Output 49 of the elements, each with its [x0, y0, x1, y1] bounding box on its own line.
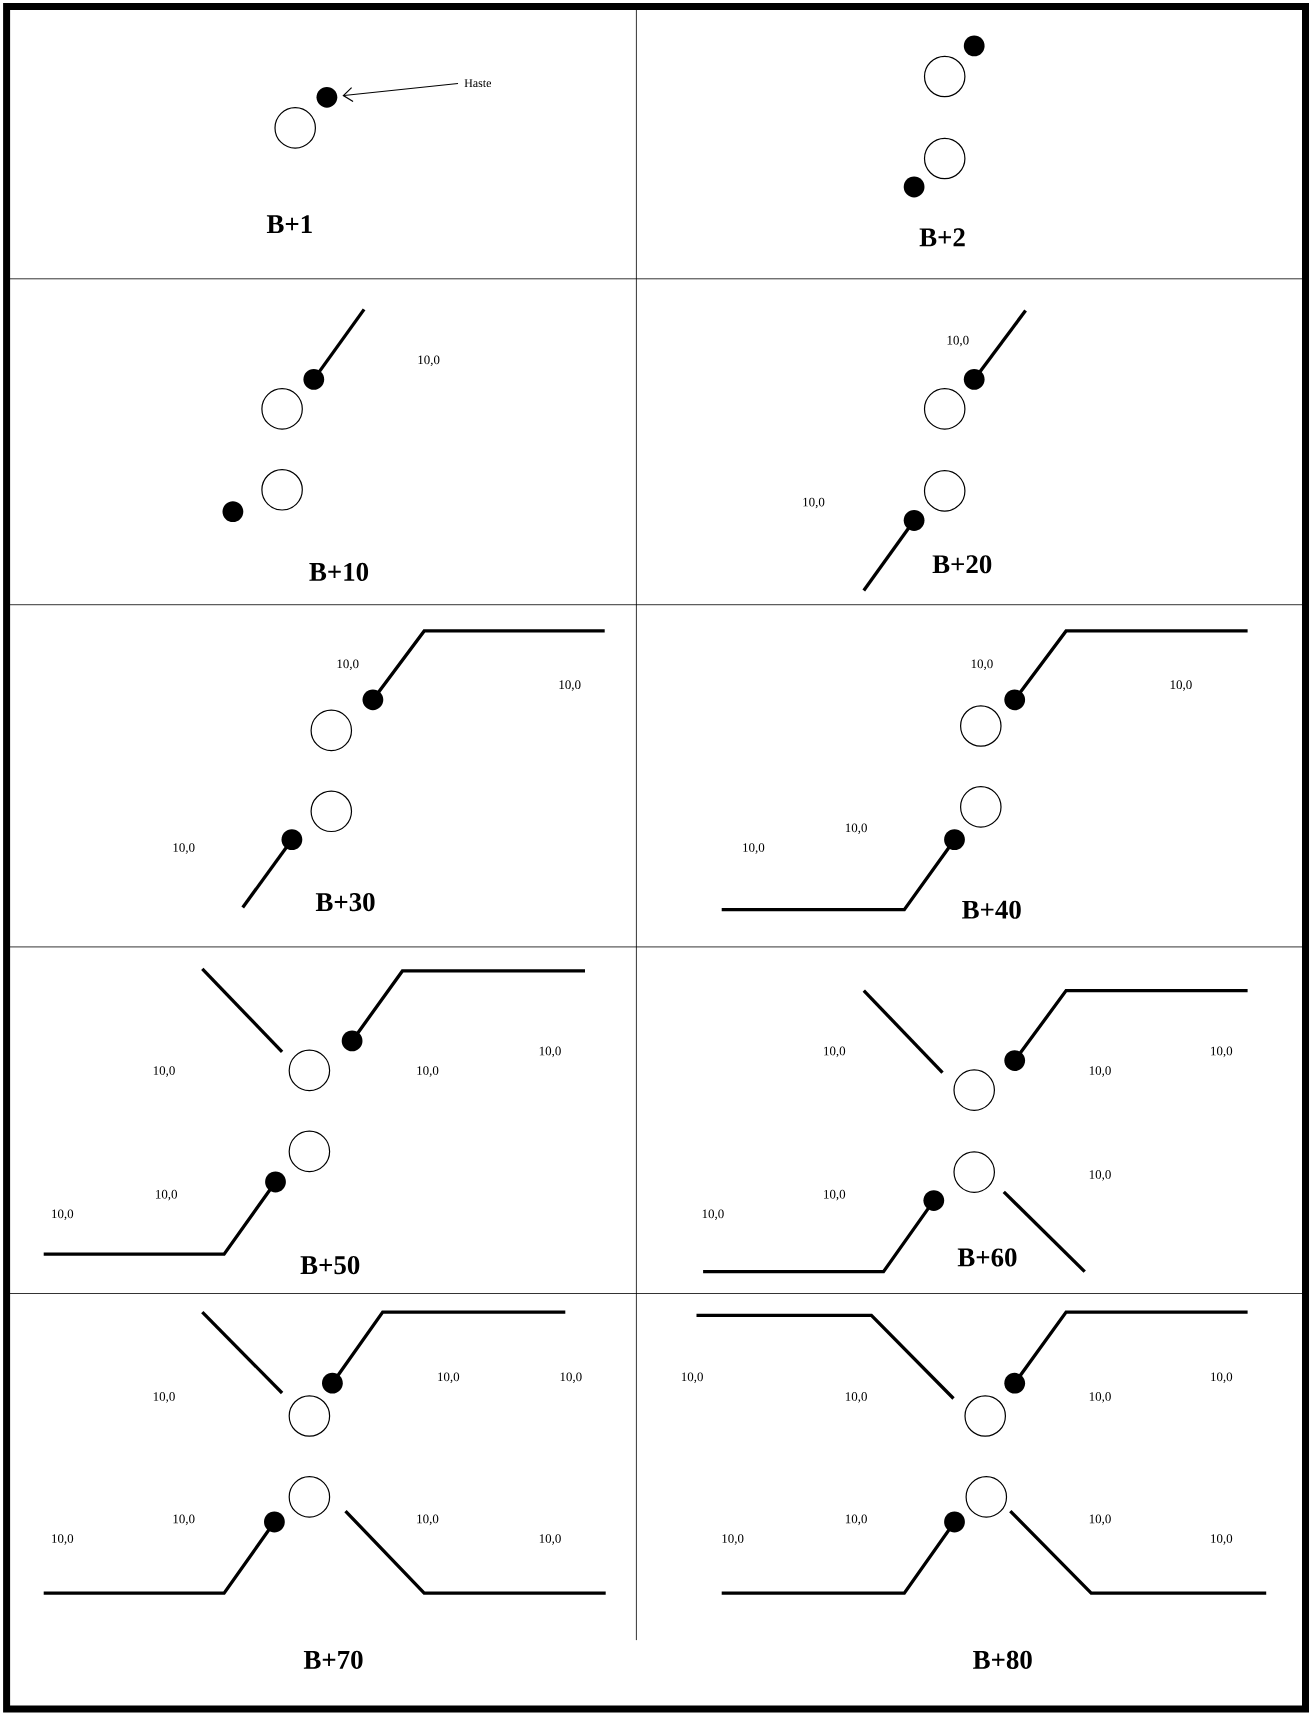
panel-title: B+40	[962, 900, 1021, 919]
value-label: 10,0	[1089, 1066, 1111, 1077]
value-label: 10,0	[173, 1514, 195, 1526]
panel-title: B+60	[957, 1248, 1017, 1267]
value-label: 10,0	[803, 497, 825, 509]
value-label: 10,0	[845, 823, 867, 835]
marked-dot	[316, 86, 338, 108]
value-label: 10,0	[1211, 1372, 1233, 1383]
value-label: 10,0	[438, 1372, 460, 1383]
panel-title: B+2	[919, 228, 965, 247]
value-label: 10,0	[681, 1372, 703, 1383]
value-label: 10,0	[539, 1534, 561, 1545]
panel-title: B+80	[973, 1650, 1032, 1669]
value-label: 10,0	[173, 843, 195, 854]
arrow	[342, 82, 459, 103]
panel-title: B+20	[932, 555, 992, 574]
arrow-label: Haste	[464, 79, 491, 88]
value-label: 10,0	[153, 1066, 175, 1077]
value-label: 10,0	[559, 680, 581, 691]
value-label: 10,0	[1170, 680, 1192, 691]
panel-title: B+1	[266, 215, 312, 234]
value-label: 10,0	[337, 659, 359, 671]
value-label: 10,0	[845, 1514, 867, 1526]
value-label: 10,0	[971, 659, 993, 671]
value-label: 10,0	[1089, 1514, 1111, 1526]
panel-title: B+10	[309, 562, 369, 581]
value-label: 10,0	[52, 1534, 74, 1545]
value-label: 10,0	[1211, 1046, 1233, 1058]
value-label: 10,0	[52, 1209, 74, 1221]
value-label: 10,0	[418, 355, 440, 367]
value-label: 10,0	[824, 1189, 846, 1201]
value-label: 10,0	[702, 1209, 724, 1221]
value-label: 10,0	[743, 843, 765, 854]
value-label: 10,0	[1089, 1392, 1111, 1403]
value-label: 10,0	[1211, 1534, 1233, 1545]
value-label: 10,0	[417, 1514, 439, 1526]
value-label: 10,0	[539, 1046, 561, 1058]
value-label: 10,0	[156, 1189, 178, 1201]
panel-title: B+30	[315, 893, 375, 912]
value-label: 10,0	[1089, 1170, 1111, 1181]
value-label: 10,0	[560, 1372, 582, 1383]
value-label: 10,0	[947, 335, 969, 347]
value-label: 10,0	[824, 1046, 846, 1058]
value-label: 10,0	[845, 1392, 867, 1403]
value-label: 10,0	[722, 1534, 744, 1545]
panel-title: B+70	[303, 1650, 363, 1669]
value-label: 10,0	[153, 1392, 175, 1403]
panel-title: B+50	[300, 1256, 360, 1275]
value-label: 10,0	[417, 1066, 439, 1077]
